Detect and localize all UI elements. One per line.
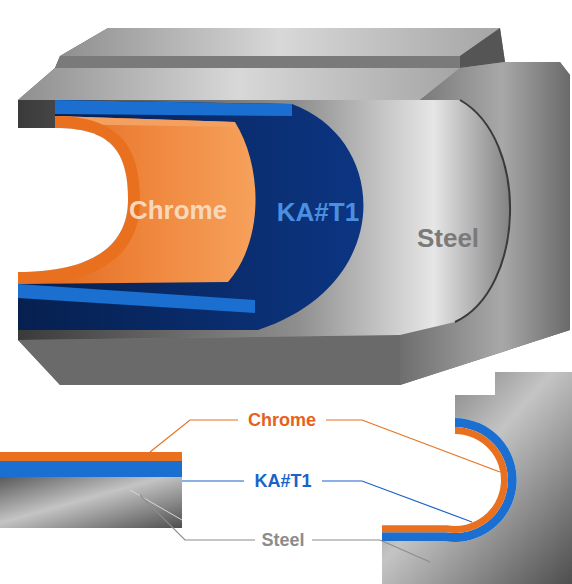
layer-label: KA#T1 [277, 199, 359, 225]
chrome-strip [0, 452, 182, 461]
steel-edge [455, 100, 510, 322]
channel-opening [0, 128, 128, 272]
steel-leader-left [140, 495, 255, 540]
step-end [460, 28, 505, 68]
layer-label: Chrome [129, 197, 227, 223]
callout-label: Chrome [248, 411, 316, 429]
chrome-arc-band [382, 427, 508, 533]
ka-leader-right [322, 481, 472, 522]
chrome-leader-right [326, 420, 500, 472]
ka-arc-band [382, 418, 517, 542]
block-top-face [60, 28, 500, 56]
ledge-face [18, 68, 460, 100]
chrome-leader-left [150, 420, 238, 452]
callout-label: KA#T1 [254, 472, 311, 490]
steel-corner [382, 372, 572, 584]
callout-label: Steel [261, 531, 304, 549]
block-bottom-face [18, 335, 400, 385]
steel-strip [0, 477, 182, 528]
step-riser [55, 56, 460, 68]
ka-strip [0, 461, 182, 477]
steel-leader-right [312, 540, 430, 562]
steel-highlight [130, 490, 182, 520]
ka-leader-left [182, 480, 244, 481]
ka-layer-top-band [55, 100, 292, 116]
ka-layer-bottom-band [18, 284, 255, 313]
layer-label: Steel [417, 225, 479, 251]
